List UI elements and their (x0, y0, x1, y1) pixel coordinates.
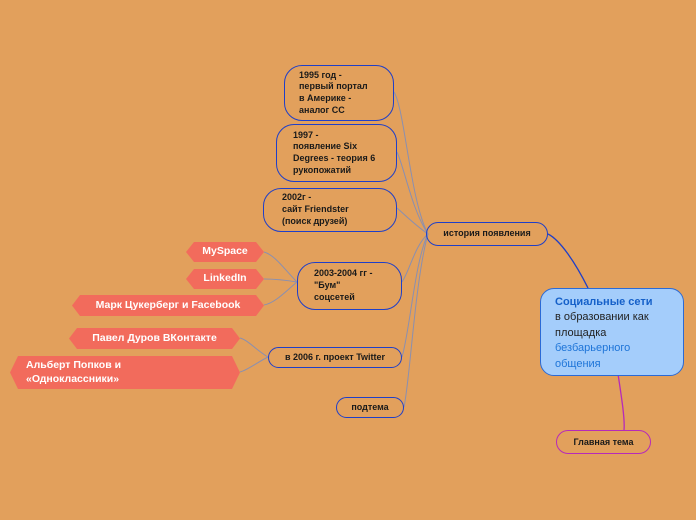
connector-2006-popkov (239, 356, 269, 373)
node-2006[interactable]: в 2006 г. проект Twitter (268, 347, 402, 368)
red-node-myspace[interactable]: MySpace (186, 242, 264, 262)
node-subtopic-label: подтема (351, 401, 389, 412)
node-1997[interactable]: 1997 - появление Six Degrees - теория 6 … (276, 124, 397, 182)
node-history-label: история появления (443, 228, 531, 239)
connector-history-subtopic (403, 233, 429, 408)
node-2003-label: 2003-2004 гг - "Бум" соцсетей (314, 268, 373, 302)
node-subtopic[interactable]: подтема (336, 397, 404, 418)
red-node-zuckerberg[interactable]: Марк Цукерберг и Facebook (72, 295, 264, 316)
red-node-durov[interactable]: Павел Дуров ВКонтакте (69, 328, 240, 349)
connector-history-2002 (396, 207, 429, 235)
connector-2003-linkedin (263, 278, 298, 283)
central-line-2: в образовании как (555, 311, 649, 324)
red-node-popkov[interactable]: Альберт Попков и «Одноклассники» (10, 356, 240, 389)
main-topic-node[interactable]: Главная тема (556, 430, 651, 454)
central-topic[interactable]: Социальные сети в образовании как площад… (540, 288, 684, 376)
node-1997-label: 1997 - появление Six Degrees - теория 6 … (293, 129, 376, 175)
node-2006-label: в 2006 г. проект Twitter (284, 351, 386, 362)
red-node-durov-label: Павел Дуров ВКонтакте (92, 331, 217, 344)
red-node-zuckerberg-label: Марк Цукерберг и Facebook (95, 298, 241, 311)
main-topic-label: Главная тема (573, 437, 634, 447)
connector-history-2006 (401, 233, 429, 358)
central-line-4: безбарьерного (555, 342, 631, 355)
node-history[interactable]: история появления (426, 222, 548, 246)
node-1995[interactable]: 1995 год - первый портал в Америке - ана… (284, 65, 394, 121)
connector-2003-zuckerberg (263, 281, 298, 306)
red-node-popkov-label: Альберт Попков и «Одноклассники» (26, 358, 122, 385)
connector-history-1995 (393, 91, 429, 235)
central-line-5: общения (555, 357, 601, 370)
red-node-myspace-label: MySpace (202, 245, 248, 258)
connector-history-2003 (401, 233, 429, 283)
central-title: Социальные сети (555, 296, 653, 308)
node-2003[interactable]: 2003-2004 гг - "Бум" соцсетей (297, 262, 402, 310)
connector-central-history (547, 233, 589, 289)
node-2002-label: 2002г - сайт Friendster (поиск друзей) (282, 192, 349, 226)
connector-2003-myspace (263, 251, 298, 283)
connector-history-1997 (396, 151, 429, 235)
red-node-linkedin-label: LinkedIn (203, 272, 247, 285)
connector-2006-durov (239, 337, 269, 358)
node-1995-label: 1995 год - первый портал в Америке - ана… (299, 69, 368, 115)
central-line-3: площадка (555, 326, 607, 339)
red-node-linkedin[interactable]: LinkedIn (186, 269, 264, 289)
connector-central-main (617, 373, 625, 431)
node-2002[interactable]: 2002г - сайт Friendster (поиск друзей) (263, 188, 397, 232)
